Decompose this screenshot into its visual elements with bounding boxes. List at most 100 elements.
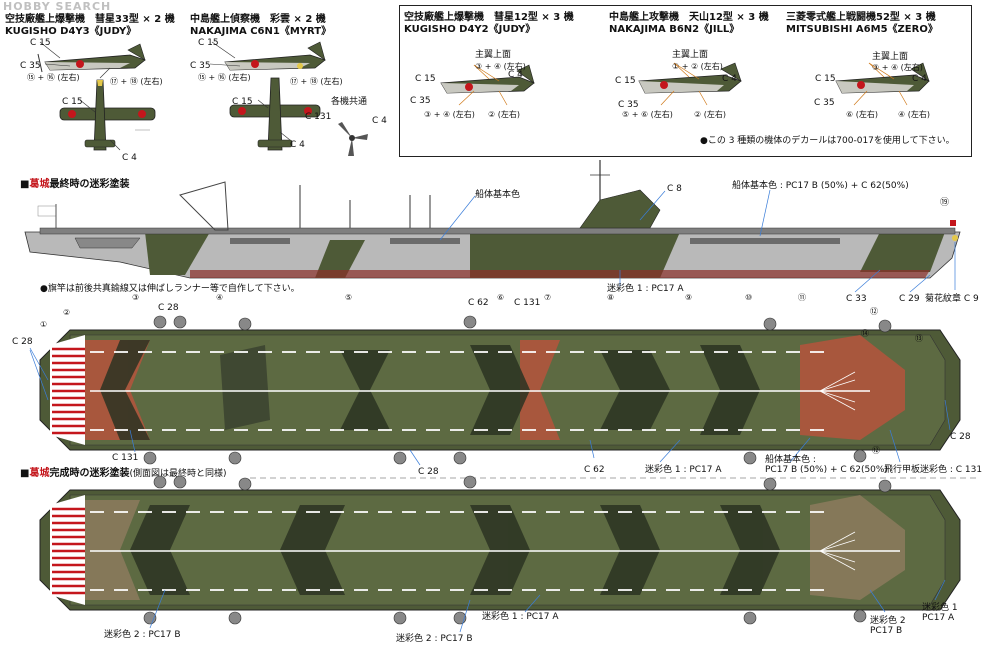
- box-judy-c4: C 4: [508, 70, 523, 80]
- judy-decal-15-16: ⑮ + ⑯ (左右): [27, 73, 80, 82]
- box-jill-wing-decal: ① + ② (左右): [672, 62, 723, 71]
- complete-camo2-label-c2: PC17 B: [870, 626, 903, 636]
- myrt-top-view: [229, 77, 321, 151]
- plane-myrt-subtitle: NAKAJIMA C6N1《MYRT》: [190, 26, 332, 37]
- box-jill-wing-top: 主翼上面: [672, 50, 709, 60]
- side-c29-label: C 29: [899, 294, 920, 304]
- deck-num-6: ⑥: [497, 293, 505, 302]
- deck-flightdeck-label: 飛行甲板迷彩色 : C 131: [884, 465, 983, 475]
- box-plane-judy-d4y2-subtitle: KUGISHO D4Y2《JUDY》: [404, 24, 536, 35]
- box-plane-jill-title: 中島艦上攻撃機 天山12型 × 3 機: [609, 12, 769, 23]
- deck-num-3: ③: [132, 293, 140, 302]
- box-plane-judy-d4y2-title: 空技廠艦上爆撃機 彗星12型 × 3 機: [404, 12, 574, 23]
- deck-c131-bottom: C 131: [112, 453, 139, 463]
- deck-num-14: ⑭: [861, 329, 869, 338]
- box-judy-c15: C 15: [415, 74, 436, 84]
- deck-c28-left: C 28: [12, 337, 33, 347]
- box-jill-c35: C 35: [618, 100, 639, 110]
- judy-c35-label: C 35: [20, 61, 41, 71]
- propeller-icon: [338, 122, 368, 156]
- complete-camo1-label-b2: PC17 A: [922, 613, 955, 623]
- box-jill-c4: C 4: [722, 74, 737, 84]
- box-zero-c4: C 4: [912, 74, 927, 84]
- box-judy-c35: C 35: [410, 96, 431, 106]
- judy-side-view: [37, 43, 146, 73]
- side-c33-label: C 33: [846, 294, 867, 304]
- watermark-logo: HOBBY SEARCH: [3, 0, 112, 13]
- box-zero-c35: C 35: [814, 98, 835, 108]
- box-judy-decal-low2: ② (左右): [488, 110, 520, 119]
- box-plane-jill-subtitle: NAKAJIMA B6N2《JILL》: [609, 24, 740, 35]
- deck-num-7: ⑦: [544, 293, 552, 302]
- complete-camo2-label-a: 迷彩色 2 : PC17 B: [104, 630, 181, 640]
- deck-c28-right: C 28: [950, 432, 971, 442]
- box-zero-wing-top: 主翼上面: [872, 52, 909, 62]
- myrt-side-view: [224, 41, 326, 71]
- common-c4-label: C 4: [372, 116, 387, 126]
- ship-side-view: [24, 160, 961, 293]
- box-zero-side-view: [835, 62, 930, 94]
- side-hull-base2-label: 船体基本色 : PC17 B (50%) + C 62(50%): [732, 181, 909, 191]
- deck-base2-label: PC17 B (50%) + C 62(50%): [765, 465, 888, 475]
- deck-base-label: 船体基本色 :: [765, 455, 816, 465]
- myrt-decal-15-16: ⑮ + ⑯ (左右): [198, 73, 251, 82]
- myrt-c15-label: C 15: [198, 38, 219, 48]
- deck-num-8: ⑧: [607, 293, 615, 302]
- side-c8-label: C 8: [667, 184, 682, 194]
- box-planes-drawing: [440, 62, 930, 106]
- box-zero-decal-low: ⑥ (左右): [846, 110, 878, 119]
- complete-camo1-label: 迷彩色 1 : PC17 A: [482, 612, 559, 622]
- side-section-title: ■葛城最終時の迷彩塗装: [20, 179, 130, 190]
- complete-camo1-label-b: 迷彩色 1: [922, 603, 958, 613]
- common-c131-label: C 131: [305, 112, 332, 122]
- decal-note-box: [399, 5, 972, 157]
- complete-section-title: ■葛城完成時の迷彩塗装(側面図は最終時と同様): [20, 468, 227, 480]
- box-plane-zero-title: 三菱零式艦上戦闘機52型 × 3 機: [786, 12, 936, 23]
- deck-camo1-label: 迷彩色 1 : PC17 A: [645, 465, 722, 475]
- deck-num-2: ②: [63, 308, 71, 317]
- deck-num-11: ⑪: [798, 293, 806, 302]
- side-decal-19: ⑲: [940, 198, 950, 208]
- box-zero-wing-decal: ③ + ④ (左右): [872, 63, 923, 72]
- side-hull-base-label: 船体基本色: [475, 190, 521, 200]
- deck-stripes-left: [50, 335, 85, 445]
- box-decal-note: ●この 3 種類の機体のデカールは700-017を使用して下さい。: [700, 136, 955, 146]
- myrt-top-c4-label: C 4: [290, 140, 305, 150]
- deck-num-10: ⑩: [745, 293, 753, 302]
- box-jill-c15: C 15: [615, 76, 636, 86]
- left-planes-drawing: [37, 41, 368, 156]
- box-judy-decal-low: ③ + ④ (左右): [424, 110, 475, 119]
- judy-decal-17-18: ⑰ + ⑱ (左右): [110, 77, 163, 86]
- box-jill-decal-low: ⑤ + ⑥ (左右): [622, 110, 673, 119]
- deck-c28-top: C 28: [158, 303, 179, 313]
- box-judy-wing-top: 主翼上面: [475, 50, 512, 60]
- deck-num-13: ⑬: [915, 334, 923, 343]
- plane-judy-d4y3-subtitle: KUGISHO D4Y3《JUDY》: [5, 26, 137, 37]
- side-camo1-label: 迷彩色 1 : PC17 A: [607, 284, 684, 294]
- myrt-decal-17-18: ⑰ + ⑱ (左右): [290, 77, 343, 86]
- deck-num-12b: ⑫: [872, 446, 880, 455]
- box-jill-side-view: [638, 62, 742, 94]
- deck-c131-top: C 131: [514, 298, 541, 308]
- myrt-top-c15-label: C 15: [232, 97, 253, 107]
- judy-top-view: [59, 79, 156, 151]
- deck-c28-bottom: C 28: [418, 467, 439, 477]
- side-flag-note: ●旗竿は前後共真鍮線又は伸ばしランナー等で自作して下さい。: [40, 284, 300, 294]
- judy-c15-label: C 15: [30, 38, 51, 48]
- deck-num-4: ④: [216, 293, 224, 302]
- box-jill-decal-low2: ② (左右): [694, 110, 726, 119]
- deck-num-9: ⑨: [685, 293, 693, 302]
- deck-c62-top: C 62: [468, 298, 489, 308]
- box-judy-wing-decal: ③ + ④ (左右): [475, 62, 526, 71]
- box-zero-c15: C 15: [815, 74, 836, 84]
- judy-top-c15-label: C 15: [62, 97, 83, 107]
- box-zero-decal-low2: ④ (左右): [898, 110, 930, 119]
- myrt-c35-label: C 35: [190, 61, 211, 71]
- judy-top-c4-label: C 4: [122, 153, 137, 163]
- deck-c62-bottom: C 62: [584, 465, 605, 475]
- deck-num-12: ⑫: [870, 307, 878, 316]
- deck-num-5: ⑤: [345, 293, 353, 302]
- deck-num-1: ①: [40, 320, 48, 329]
